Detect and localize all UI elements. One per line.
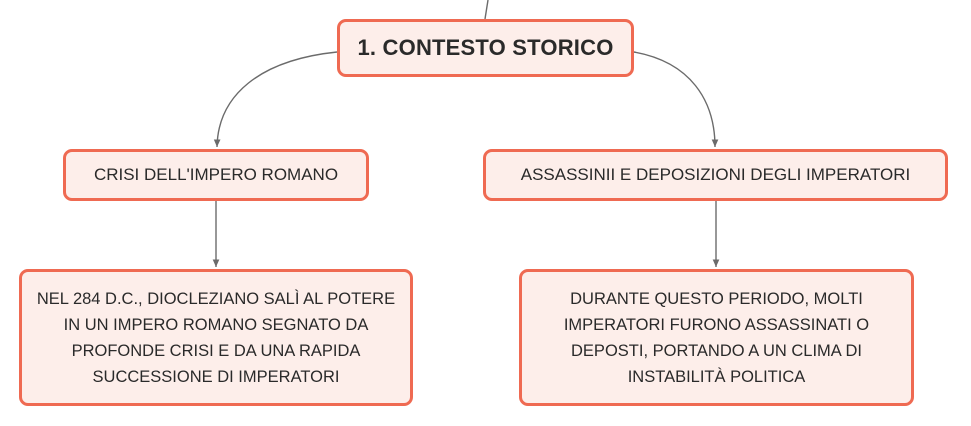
branch-node-assassinations[interactable]: ASSASSINII E DEPOSIZIONI DEGLI IMPERATOR… — [483, 149, 948, 201]
connector-root-to-right-branch — [633, 51, 719, 148]
branch-node-assassinations-label: ASSASSINII E DEPOSIZIONI DEGLI IMPERATOR… — [520, 165, 911, 184]
detail-node-crisis-text: NEL 284 D.C., DIOCLEZIANO SALÌ AL POTERE… — [36, 289, 396, 386]
connector-root-to-left-branch — [213, 51, 338, 148]
connector-from-parent — [484, 0, 489, 20]
detail-node-assassinations-text: DURANTE QUESTO PERIODO, MOLTI IMPERATORI… — [563, 289, 870, 386]
root-node-label: 1. CONTESTO STORICO — [357, 35, 614, 60]
branch-node-crisis[interactable]: CRISI DELL'IMPERO ROMANO — [63, 149, 369, 201]
detail-node-crisis[interactable]: NEL 284 D.C., DIOCLEZIANO SALÌ AL POTERE… — [19, 269, 413, 406]
detail-node-assassinations[interactable]: DURANTE QUESTO PERIODO, MOLTI IMPERATORI… — [519, 269, 914, 406]
root-node[interactable]: 1. CONTESTO STORICO — [337, 19, 634, 77]
branch-node-crisis-label: CRISI DELL'IMPERO ROMANO — [93, 165, 339, 184]
